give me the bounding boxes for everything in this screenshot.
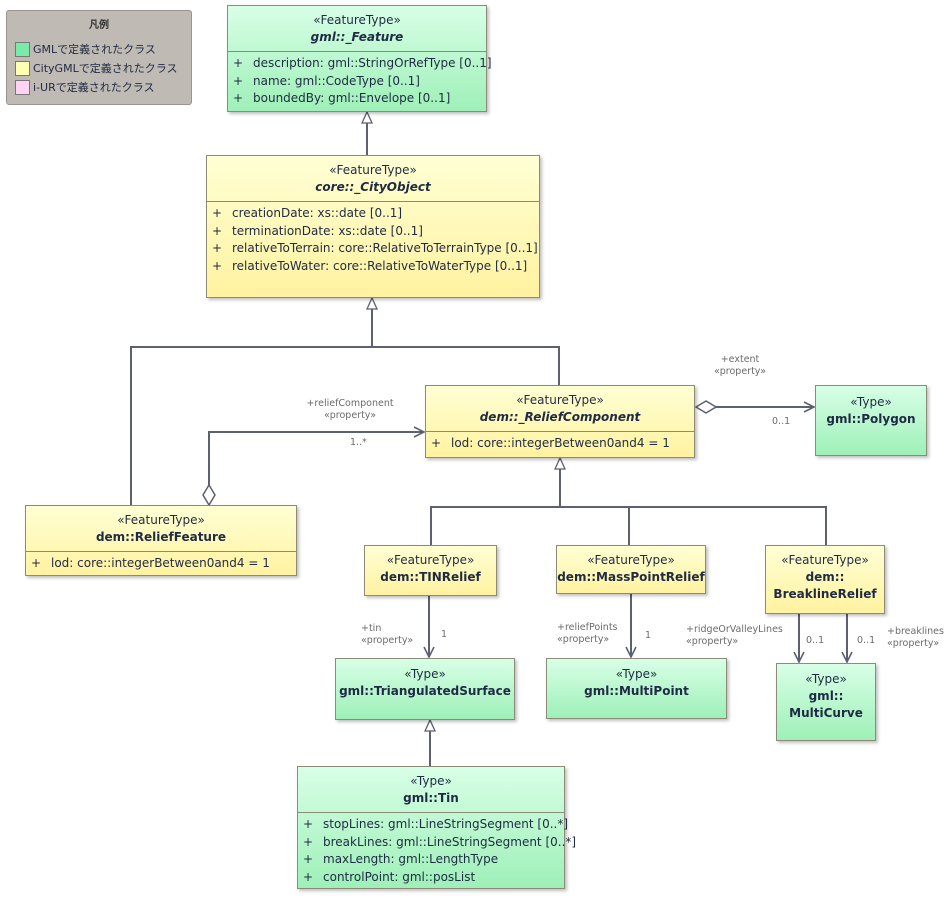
label-ridge-valley-role: +ridgeOrValleyLines «property» xyxy=(686,624,783,647)
attribute: +boundedBy: gml::Envelope [0..1] xyxy=(233,91,451,105)
label-breaklines-role: +breaklines «property» xyxy=(887,626,944,649)
class-breakline-relief[interactable]: «FeatureType» dem:: BreaklineRelief xyxy=(765,545,885,614)
legend-label: GMLで定義されたクラス xyxy=(33,43,156,56)
label-relief-points-role: +reliefPoints «property» xyxy=(557,622,618,645)
generalization-relief-cityobject xyxy=(130,298,560,505)
stereotype: «Type» xyxy=(404,667,446,681)
label-extent-multiplicity: 0..1 xyxy=(772,416,791,427)
attribute: +relativeToWater: core::RelativeToWaterT… xyxy=(212,258,528,273)
stereotype: «FeatureType» xyxy=(117,513,205,527)
class-name: dem::MassPointRelief xyxy=(557,570,705,584)
compartment-divider xyxy=(207,201,539,202)
class-name: dem::ReliefFeature xyxy=(95,530,227,544)
stereotype: «Type» xyxy=(615,667,658,681)
attribute-list: +lod: core::integerBetween0and4 = 1 xyxy=(426,432,694,453)
legend-item-citygml: CityGMLで定義されたクラス xyxy=(15,61,177,77)
class-mass-point-relief[interactable]: «FeatureType» dem::MassPointRelief xyxy=(556,545,706,594)
class-name: gml::Polygon xyxy=(826,412,916,426)
stereotype: «FeatureType» xyxy=(781,553,869,567)
compartment-divider xyxy=(26,551,296,552)
attribute: +breakLines: gml::LineStringSegment [0..… xyxy=(303,834,577,849)
attribute: +maxLength: gml::LengthType xyxy=(303,852,499,866)
attribute: +controlPoint: gml::posList xyxy=(303,869,476,884)
attribute-list: +stopLines: gml::LineStringSegment [0..*… xyxy=(298,813,577,886)
stereotype: «Type» xyxy=(805,672,847,686)
class-name-line1: gml:: xyxy=(808,689,844,703)
class-name: core::_CityObject xyxy=(315,180,431,194)
class-gml-tin[interactable]: «Type» gml::Tin +stopLines: gml::LineStr… xyxy=(297,766,577,889)
label-tin-multiplicity: 1 xyxy=(441,629,448,640)
compartment-divider xyxy=(298,812,564,813)
class-gml-polygon[interactable]: «Type» gml::Polygon xyxy=(815,385,927,456)
attribute: +terminationDate: xs::date [0..1] xyxy=(212,223,423,238)
legend-item-gml: GMLで定義されたクラス xyxy=(15,42,156,58)
label-extent-role: +extent «property» xyxy=(713,354,767,377)
label-relief-component-role: +reliefComponent «property» xyxy=(306,398,394,421)
stereotype: «Type» xyxy=(850,395,892,409)
legend-label: i-URで定義されたクラス xyxy=(33,81,155,94)
class-name: dem::TINRelief xyxy=(380,570,481,584)
attribute: +stopLines: gml::LineStringSegment [0..*… xyxy=(303,817,569,831)
legend-item-iur: i-URで定義されたクラス xyxy=(15,80,155,96)
attribute: +name: gml::CodeType [0..1] xyxy=(233,73,420,88)
class-gml-feature[interactable]: «FeatureType» gml::_Feature +description… xyxy=(227,5,492,112)
legend-title: 凡例 xyxy=(89,20,109,31)
legend-label: CityGMLで定義されたクラス xyxy=(33,62,178,75)
class-city-object[interactable]: «FeatureType» core::_CityObject +creatio… xyxy=(206,155,540,298)
legend-swatch-pink xyxy=(15,80,30,95)
attribute-list: +creationDate: xs::date [0..1] +terminat… xyxy=(207,202,539,275)
stereotype: «FeatureType» xyxy=(386,553,475,567)
generalization-subtypes-reliefcomponent xyxy=(430,458,827,545)
compartment-divider xyxy=(228,51,486,52)
aggregation-diamond-relief-feature xyxy=(202,483,216,507)
class-multi-curve[interactable]: «Type» gml:: MultiCurve xyxy=(776,663,876,741)
class-name-line2: MultiCurve xyxy=(789,706,863,720)
attribute: +lod: core::integerBetween0and4 = 1 xyxy=(31,556,270,570)
legend-swatch-green xyxy=(15,42,30,57)
stereotype: «FeatureType» xyxy=(516,393,604,407)
attribute: +lod: core::integerBetween0and4 = 1 xyxy=(431,436,670,450)
class-tin-relief[interactable]: «FeatureType» dem::TINRelief xyxy=(364,545,497,596)
class-name: gml::TriangulatedSurface xyxy=(339,684,511,698)
class-multi-point[interactable]: «Type» gml::MultiPoint xyxy=(546,658,727,719)
class-relief-feature[interactable]: «FeatureType» dem::ReliefFeature +lod: c… xyxy=(25,505,297,576)
stereotype: «FeatureType» xyxy=(587,553,675,567)
compartment-divider xyxy=(426,431,694,432)
class-name: gml::_Feature xyxy=(310,30,404,44)
attribute: +creationDate: xs::date [0..1] xyxy=(212,206,403,220)
stereotype: «FeatureType» xyxy=(313,13,401,27)
legend-swatch-yellow xyxy=(15,61,30,76)
legend: 凡例 GMLで定義されたクラス CityGMLで定義されたクラス i-URで定義… xyxy=(6,10,192,105)
attribute-list: +description: gml::StringOrRefType [0..1… xyxy=(228,52,492,108)
class-name: gml::Tin xyxy=(403,791,459,805)
label-relief-points-multiplicity: 1 xyxy=(645,630,652,641)
class-name: dem::_ReliefComponent xyxy=(479,410,641,424)
attribute: +description: gml::StringOrRefType [0..1… xyxy=(233,56,492,70)
label-ridge-valley-multiplicity: 0..1 xyxy=(806,635,825,646)
class-relief-component[interactable]: «FeatureType» dem::_ReliefComponent +lod… xyxy=(425,385,695,458)
label-breaklines-multiplicity: 0..1 xyxy=(857,635,876,646)
aggregation-diamond-extent xyxy=(694,400,718,414)
stereotype: «Type» xyxy=(410,774,452,788)
label-relief-component-multiplicity: 1..* xyxy=(350,437,367,448)
class-triangulated-surface[interactable]: «Type» gml::TriangulatedSurface xyxy=(335,658,515,720)
label-tin-role: +tin «property» xyxy=(361,623,414,646)
class-name-line1: dem:: xyxy=(805,570,845,584)
attribute-list: +lod: core::integerBetween0and4 = 1 xyxy=(26,552,296,573)
association-relief-component xyxy=(208,426,426,505)
attribute: +relativeToTerrain: core::RelativeToTerr… xyxy=(212,241,538,255)
stereotype: «FeatureType» xyxy=(329,163,417,177)
class-name: gml::MultiPoint xyxy=(584,684,689,698)
class-name-line2: BreaklineRelief xyxy=(773,587,877,601)
